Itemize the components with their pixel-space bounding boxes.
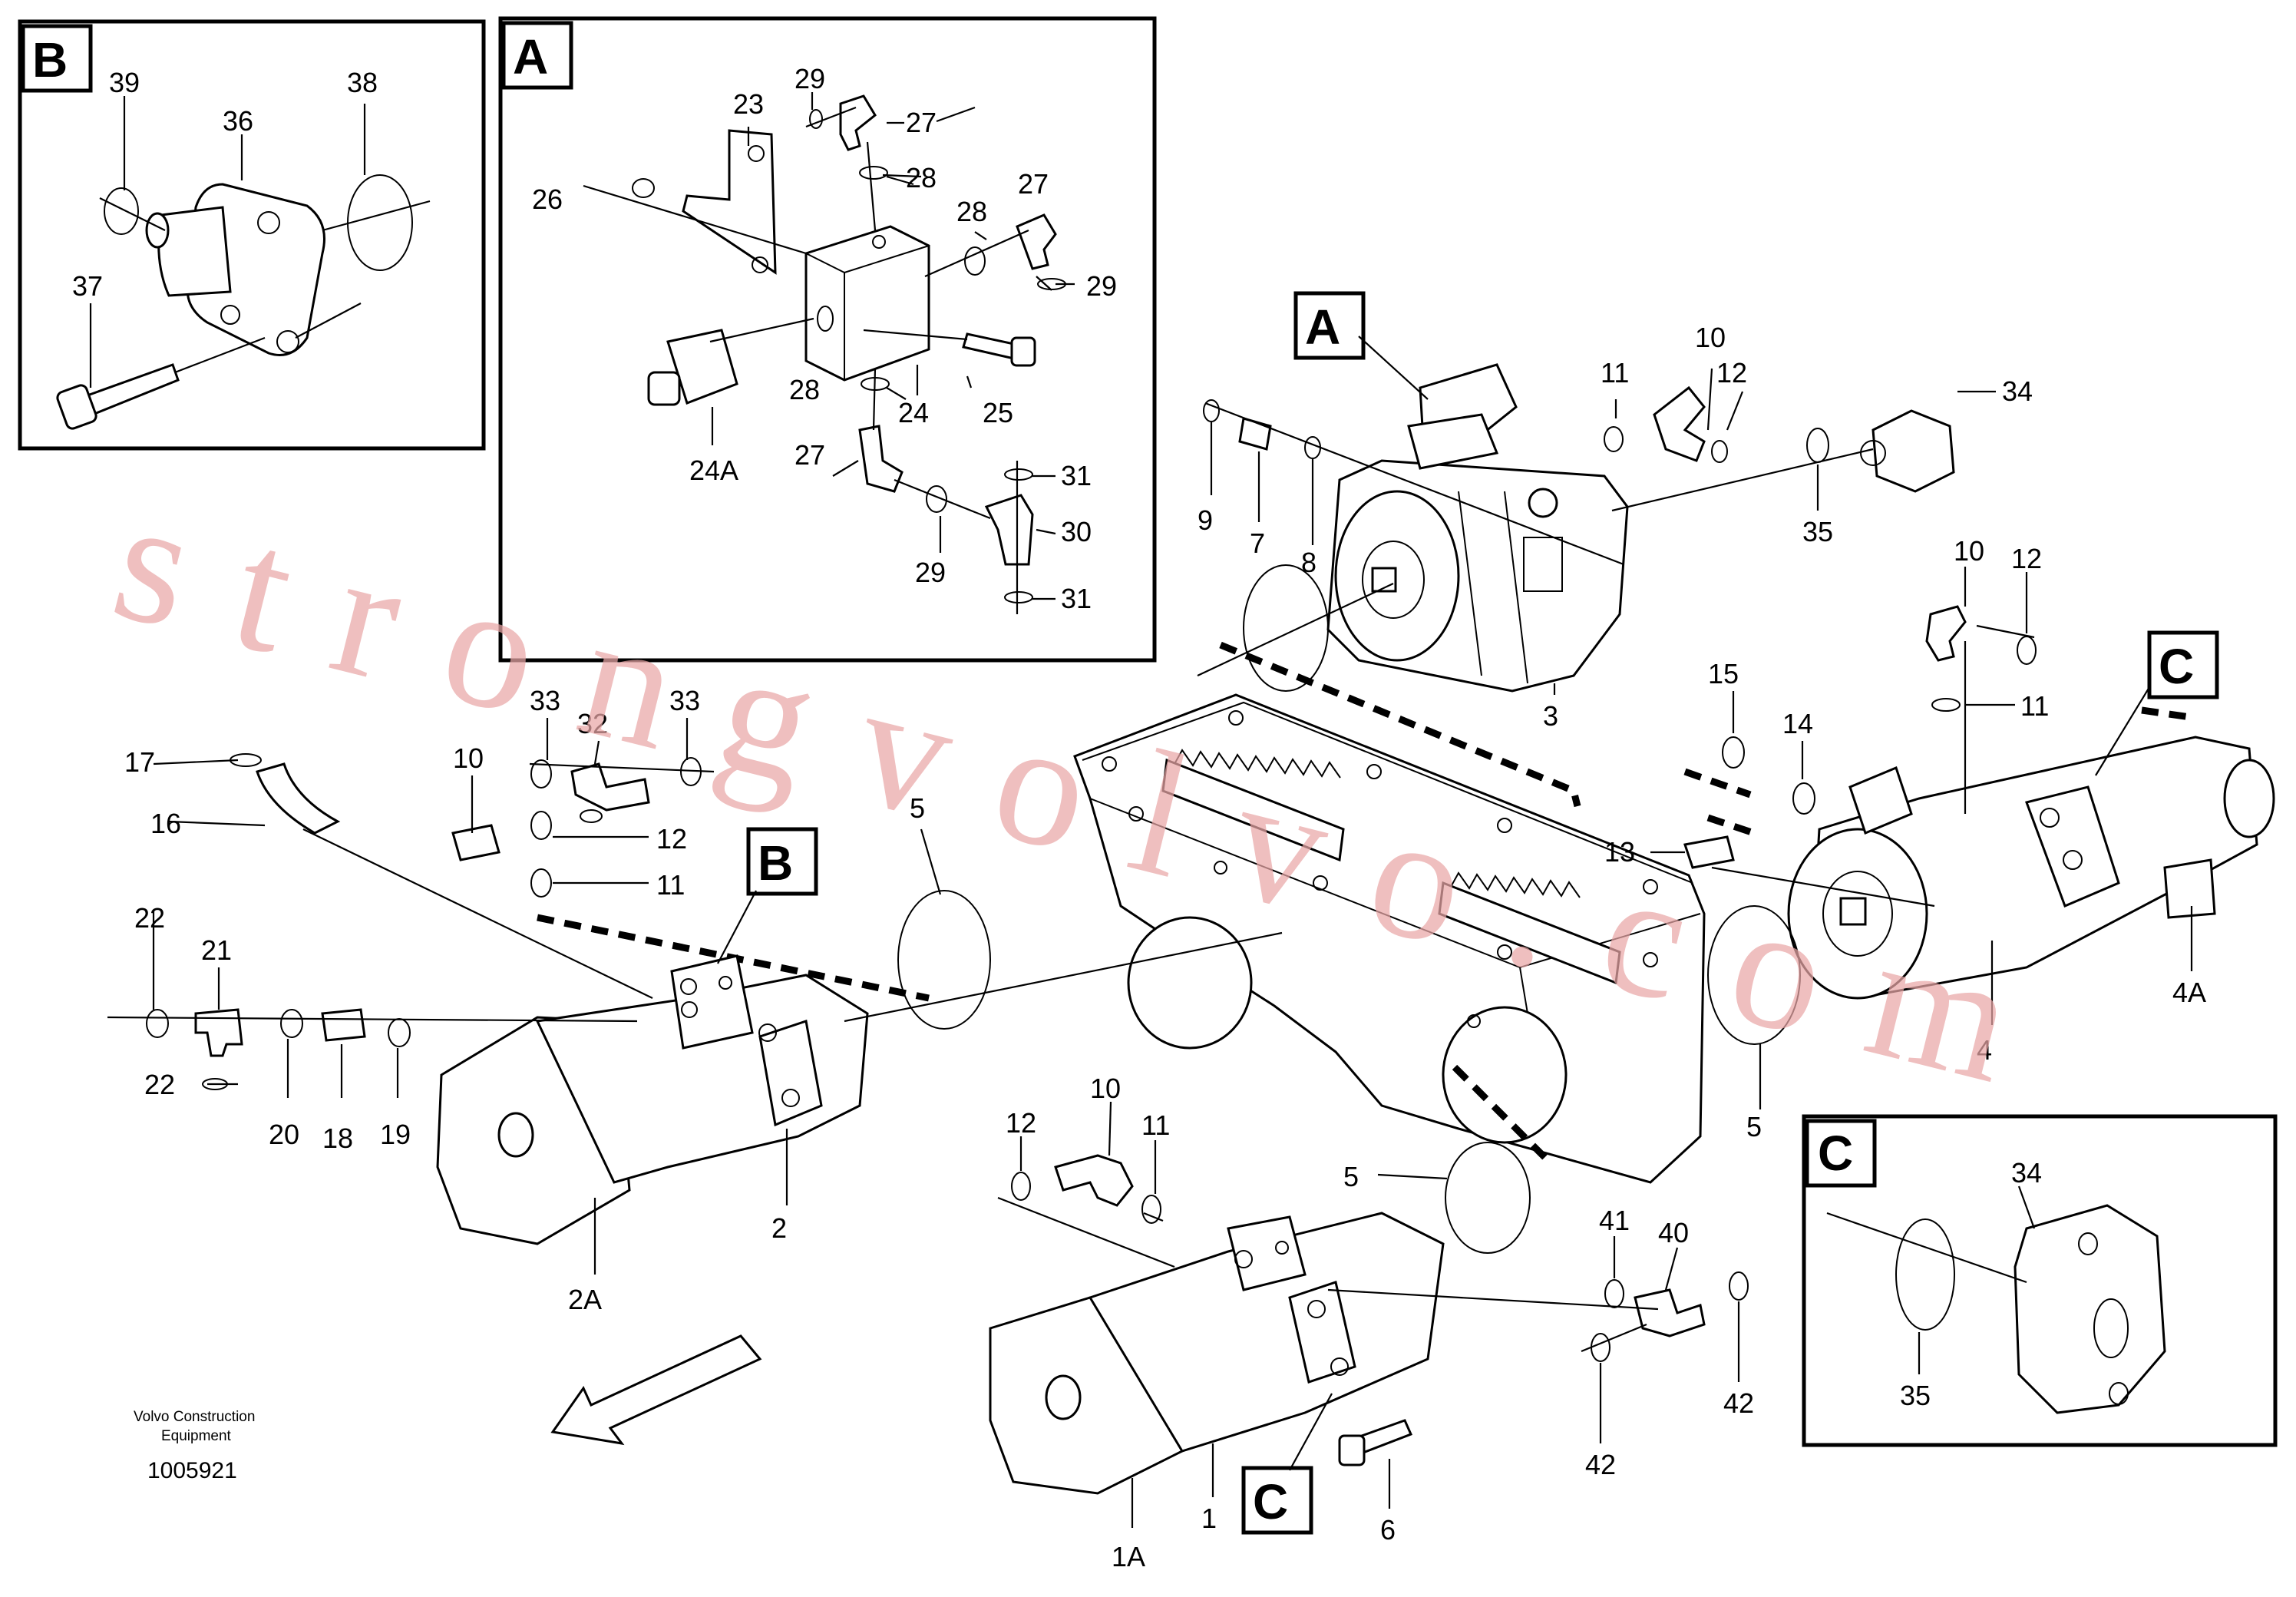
label-12d: 12 [1006, 1107, 1036, 1139]
label-32: 32 [577, 708, 608, 739]
label-1: 1 [1201, 1503, 1217, 1534]
label-34: 34 [2002, 375, 2033, 407]
label-24: 24 [898, 397, 929, 428]
label-10c: 10 [453, 742, 484, 774]
label-11b: 11 [2020, 690, 2049, 722]
credit-line-1: Volvo Construction [134, 1409, 255, 1425]
label-24a: 24A [689, 455, 738, 486]
label-11: 11 [1601, 357, 1629, 389]
callout-c-top-letter: C [2159, 639, 2194, 694]
label-18: 18 [322, 1123, 353, 1154]
label-21: 21 [201, 934, 232, 966]
label-4a: 4A [2172, 977, 2206, 1008]
label-30: 30 [1061, 516, 1092, 547]
label-10: 10 [1695, 322, 1726, 353]
callout-c-bottom: C [1241, 1393, 1333, 1535]
label-28b: 28 [956, 196, 987, 227]
label-29b: 29 [1086, 270, 1117, 302]
front-direction-arrow [550, 1334, 762, 1446]
label-16: 16 [150, 808, 181, 839]
label-5b: 5 [910, 792, 925, 824]
inset-a-letter: A [513, 29, 548, 84]
label-7: 7 [1250, 527, 1265, 559]
label-23: 23 [733, 88, 764, 120]
label-5a: 5 [1746, 1111, 1762, 1142]
label-33b: 33 [669, 685, 700, 716]
label-22: 22 [134, 902, 165, 934]
label-38: 38 [347, 67, 378, 98]
callout-c-bottom-letter: C [1253, 1474, 1288, 1529]
pump-3: A 10 11 12 34 9 7 8 35 3 [1197, 291, 2033, 732]
pump-1: C 12 10 11 5 41 40 42 42 [989, 1073, 1754, 1572]
callout-b-letter: B [758, 835, 793, 891]
label-36: 36 [223, 105, 253, 137]
inset-a-parts: 29 23 27 26 28 28 27 29 25 24 28 24A 27 … [532, 63, 1117, 614]
inset-c-letter: C [1818, 1126, 1853, 1181]
label-27: 27 [906, 107, 937, 138]
label-22b: 22 [144, 1069, 175, 1100]
label-26: 26 [532, 184, 563, 215]
label-41: 41 [1599, 1205, 1630, 1236]
label-34b: 34 [2011, 1157, 2042, 1189]
label-11d: 11 [1141, 1109, 1170, 1141]
label-10d: 10 [1090, 1073, 1121, 1104]
pump-4: C 10 12 11 15 14 13 4 4A 5 [1604, 535, 2275, 1142]
inset-b-parts: 39 38 36 37 [56, 67, 431, 430]
label-28c: 28 [789, 374, 820, 405]
label-15: 15 [1708, 658, 1739, 689]
label-28: 28 [906, 162, 937, 193]
label-25: 25 [983, 397, 1013, 428]
label-9: 9 [1198, 504, 1213, 536]
label-29: 29 [795, 63, 825, 94]
label-5c: 5 [1343, 1161, 1359, 1192]
callout-a-letter: A [1305, 299, 1340, 355]
label-12c: 12 [656, 823, 687, 855]
label-20: 20 [269, 1119, 299, 1150]
inset-c-parts: 34 35 [1826, 1157, 2166, 1414]
label-42b: 42 [1585, 1449, 1616, 1480]
label-11c: 11 [656, 869, 685, 901]
label-29c: 29 [915, 557, 946, 588]
label-17: 17 [124, 746, 155, 778]
label-27b: 27 [1018, 168, 1049, 200]
label-19: 19 [380, 1119, 411, 1150]
label-6: 6 [1380, 1514, 1396, 1546]
document-number: 1005921 [147, 1458, 237, 1483]
label-2a: 2A [568, 1284, 602, 1315]
inset-b: B [18, 19, 486, 451]
callout-b: B [717, 827, 818, 964]
credit-line-2: Equipment [161, 1428, 232, 1444]
label-13: 13 [1604, 836, 1635, 868]
label-12: 12 [1716, 357, 1747, 389]
inset-b-letter: B [32, 32, 68, 88]
label-10b: 10 [1954, 535, 1984, 567]
label-40: 40 [1658, 1217, 1689, 1248]
label-33: 33 [530, 685, 560, 716]
label-8: 8 [1301, 547, 1316, 578]
label-35b: 35 [1900, 1380, 1931, 1411]
gearbox-housing [1073, 693, 1706, 1184]
label-12b: 12 [2011, 543, 2042, 574]
label-2: 2 [771, 1212, 787, 1244]
pump-2: B [107, 685, 1283, 1315]
label-1a: 1A [1112, 1541, 1145, 1572]
callout-a: A [1293, 291, 1429, 400]
label-3: 3 [1543, 700, 1558, 732]
label-37: 37 [72, 270, 103, 302]
label-31b: 31 [1061, 583, 1092, 614]
label-35: 35 [1802, 516, 1833, 547]
label-4: 4 [1977, 1034, 1992, 1066]
label-39: 39 [109, 67, 140, 98]
callout-c-top: C [2095, 630, 2219, 776]
label-27c: 27 [795, 439, 825, 471]
label-31: 31 [1061, 460, 1092, 491]
label-42: 42 [1723, 1387, 1754, 1419]
label-14: 14 [1782, 708, 1813, 739]
